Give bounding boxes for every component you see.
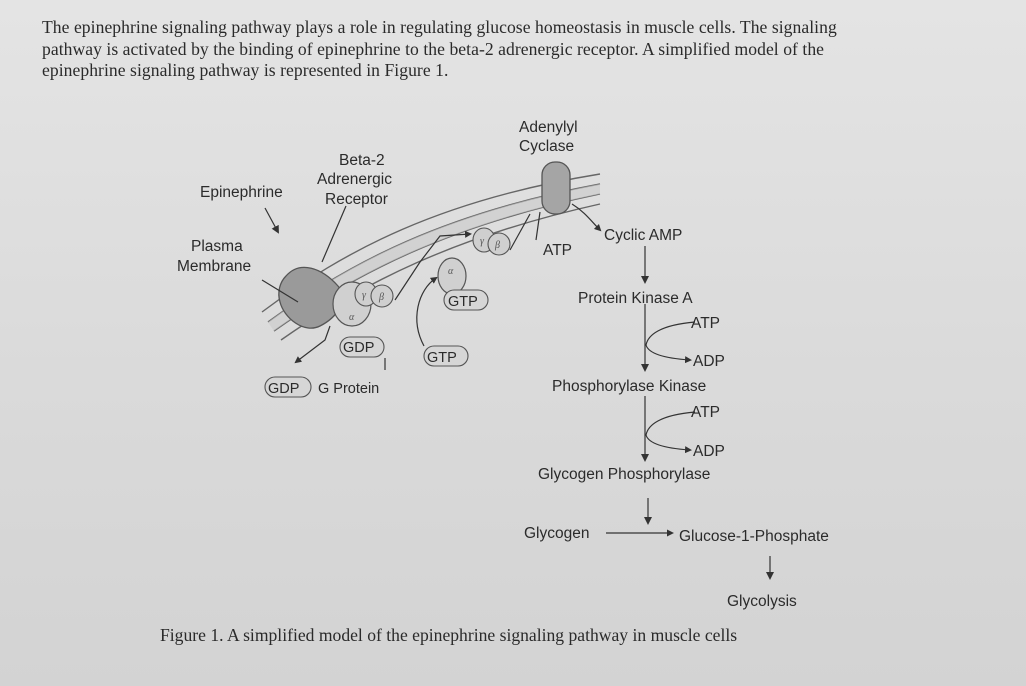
- gtp-free-badge: [423, 345, 469, 367]
- intro-paragraph: The epinephrine signaling pathway plays …: [42, 17, 1002, 82]
- gdp-free-badge: [264, 376, 312, 398]
- membrane-pointer-line: [261, 279, 299, 303]
- atp-adp-curve-1: [645, 321, 696, 364]
- gdp-bound-badge: [339, 336, 385, 358]
- atp-label-2: ATP: [691, 404, 720, 421]
- cyclase-label: Cyclase: [519, 138, 574, 155]
- alpha-symbol-free: α: [448, 266, 454, 277]
- beta-symbol-free: β: [494, 240, 500, 251]
- phosphorylase-kinase-label: Phosphorylase Kinase: [552, 378, 706, 395]
- plasma-label: Plasma: [191, 238, 243, 255]
- atp-left-label: ATP: [543, 242, 572, 259]
- figure-caption: Figure 1. A simplified model of the epin…: [160, 625, 738, 645]
- gamma-symbol-free: γ: [480, 236, 485, 247]
- intro-line-1: The epinephrine signaling pathway plays …: [42, 17, 837, 37]
- gamma-symbol-bound: γ: [362, 290, 367, 301]
- glucose-1-phosphate-label: Glucose-1-Phosphate: [679, 528, 829, 545]
- gdp-bound-label: GDP: [343, 340, 374, 356]
- adenylyl-cyclase-shape: [541, 161, 571, 215]
- protein-kinase-a-label: Protein Kinase A: [578, 290, 693, 307]
- beta2-receptor-shape: [278, 266, 344, 329]
- alpha-symbol-bound: α: [349, 312, 355, 323]
- gtp-binding-arrow: [416, 276, 438, 347]
- intro-line-3: epinephrine signaling pathway is represe…: [42, 60, 449, 80]
- glycogen-phosphorylase-label: Glycogen Phosphorylase: [538, 466, 710, 483]
- cyclic-amp-arrow: [571, 203, 602, 232]
- beta2-label-line2: Adrenergic: [317, 171, 392, 188]
- g-protein-label: G Protein: [318, 381, 379, 397]
- adenylyl-label: Adenylyl: [519, 119, 578, 136]
- epinephrine-label: Epinephrine: [200, 184, 283, 201]
- gtp-alpha-badge: [443, 289, 489, 311]
- adp-label-1: ADP: [693, 353, 725, 370]
- beta2-label-line3: Receptor: [325, 191, 388, 208]
- beta2-pointer-line: [321, 205, 347, 263]
- membrane-label: Membrane: [177, 258, 251, 275]
- beta-symbol-bound: β: [378, 292, 384, 303]
- dimer-release-arrow: [394, 230, 472, 301]
- atp-label-1: ATP: [691, 315, 720, 332]
- atp-adp-curve-2: [645, 411, 696, 454]
- cyclic-amp-label: Cyclic AMP: [604, 227, 682, 244]
- gdp-free-label: GDP: [268, 381, 299, 397]
- glycogen-label: Glycogen: [524, 525, 589, 542]
- beta2-label-line1: Beta-2: [339, 152, 385, 169]
- gtp-free-label: GTP: [427, 350, 457, 366]
- gdp-release-arrow: [294, 325, 331, 364]
- beta-gamma-dimer-free: [472, 227, 511, 256]
- epinephrine-arrow: [264, 207, 279, 234]
- g-protein-complex-bound: [332, 281, 394, 327]
- adp-label-2: ADP: [693, 443, 725, 460]
- gtp-alpha-label: GTP: [448, 294, 478, 310]
- atp-connector: [535, 211, 541, 241]
- intro-line-2: pathway is activated by the binding of e…: [42, 38, 825, 59]
- glycolysis-label: Glycolysis: [727, 593, 797, 610]
- alpha-to-cyclase-line: [509, 213, 531, 251]
